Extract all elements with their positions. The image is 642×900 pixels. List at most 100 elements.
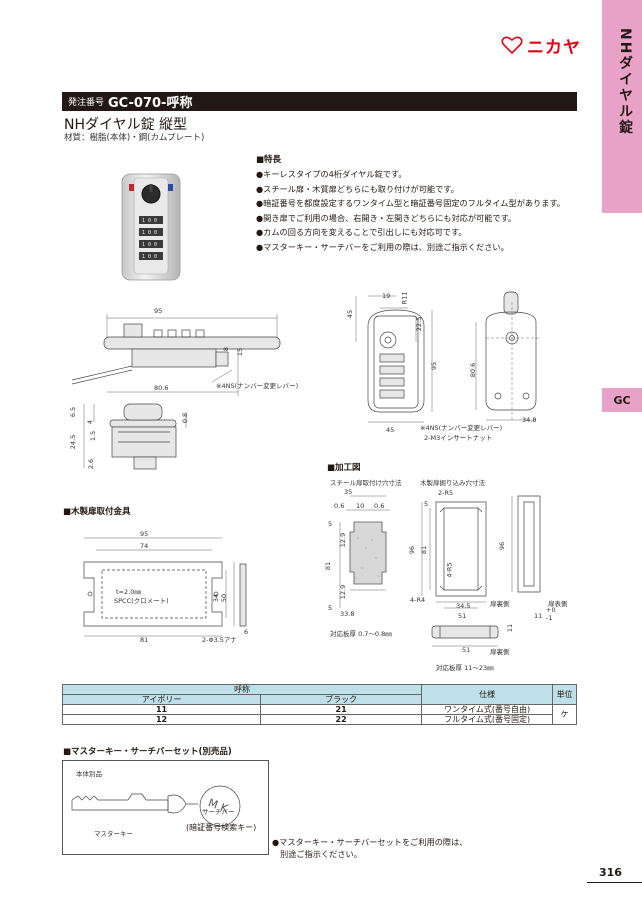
dim-label: 12.9 (339, 584, 348, 600)
table-cell: ケ (552, 704, 577, 725)
dim-label: 11 (506, 623, 515, 633)
dim-label: 45 (346, 309, 355, 319)
feature-item: ●マスターキー・サーチバーをご利用の際は、別途ご指示ください。 (256, 241, 509, 252)
order-code: GC-070-呼称 (108, 96, 193, 111)
brand-logo: ニカヤ (501, 34, 581, 58)
dim-label: 50 (220, 593, 229, 603)
table-cell: 21 (260, 704, 423, 715)
gc-tab[interactable]: GC (602, 388, 642, 412)
note-line: 別途ご指示ください。 (280, 849, 362, 859)
dim-label: R11 (400, 291, 409, 305)
dim-label: 33.8 (340, 610, 355, 618)
table-header-ivory: アイボリー (61, 694, 262, 705)
wood-thickness: 対応板厚 11〜23㎜ (436, 664, 494, 672)
dim-label: 35 (344, 488, 353, 496)
table-cell: フルタイム式(番号固定) (421, 714, 554, 725)
dim-label: 34.8 (522, 416, 537, 424)
search-bar-label: サーチバー (202, 808, 235, 816)
dim-label: 5 (424, 500, 429, 508)
svg-text:1 0 0: 1 0 0 (142, 218, 157, 224)
door-back-label: 扉裏側 (490, 648, 510, 656)
dim-label: 10 (356, 502, 365, 510)
dim-label: 81 (140, 636, 149, 644)
variant-table: 呼称 仕様 単位 アイボリー ブラック 11 21 ワンタイム式(番号自由) ケ… (61, 684, 577, 725)
dim-label: 6 (244, 628, 249, 636)
fixture-holes: 2-Φ3.5アナ (202, 636, 237, 644)
door-back-label: 扉裏側 (490, 600, 510, 608)
fixture-spec: SPCC(クロメート) (114, 597, 169, 605)
code-key-label: (暗証番号検索キー) (186, 823, 257, 832)
dim-label: 45 (386, 426, 395, 434)
product-material: 材質：樹脂(本体)・鋼(カムプレート) (64, 133, 205, 143)
dim-label: 0.6 (374, 502, 385, 510)
wood-label: 木製扉掘り込み穴寸法 (420, 479, 485, 487)
order-code-bar: 発注番号 GC-070-呼称 (62, 92, 577, 111)
dim-label: 95 (154, 307, 163, 315)
svg-text:1 0 0: 1 0 0 (142, 254, 157, 260)
heart-logo-icon (501, 36, 523, 55)
master-key-illustration: M K (71, 785, 241, 827)
side-tab-label: NHダイヤル錠 (617, 28, 633, 136)
dim-label: 80.6 (469, 362, 478, 378)
master-key-label: マスターキー (94, 830, 133, 838)
product-photo: 1 0 0 1 0 0 1 0 0 1 0 0 (121, 173, 181, 281)
front-note: 2-M3インサートナット (424, 434, 493, 442)
front-note: ※4NS(ナンバー変更レバー) (420, 424, 503, 432)
wood-fixture-heading: ■木製扉取付金具 (63, 507, 131, 517)
table-cell: 12 (61, 714, 262, 725)
dim-label: 2.6 (87, 458, 96, 470)
dim-label: 80.6 (154, 384, 169, 392)
dim-label: 81 (420, 545, 429, 555)
dim-label: 34.5 (456, 602, 471, 610)
door-front-label: 扉表側 (548, 600, 568, 608)
table-cell: 22 (260, 714, 423, 725)
feature-item: ●暗証番号を都度設定するワンタイム型と暗証番号固定のフルタイム型があります。 (256, 198, 565, 209)
fixture-spec: t=2.0㎜ (116, 588, 141, 596)
dim-label: 2-R5 (438, 489, 454, 497)
dim-label: 96 (498, 541, 507, 551)
dim-label: 51 (458, 612, 467, 620)
dim-label: 0.8 (181, 412, 190, 424)
dim-label: 15 (236, 347, 245, 357)
dim-label: 81 (324, 561, 333, 571)
dim-label: 5 (328, 520, 333, 528)
dim-label: 22.5 (415, 316, 424, 332)
dim-label: 19 (382, 292, 391, 300)
master-key-heading: ■マスターキー・サーチバーセット(別売品) (63, 747, 232, 757)
dim-label: 74 (140, 542, 149, 550)
sold-separately-label: 本体別品 (76, 770, 102, 778)
dim-label: 95 (140, 530, 149, 538)
dim-label: 6.5 (69, 406, 78, 418)
dim-label: 95 (430, 361, 439, 371)
feature-item: ●カムの回る方向を変えることで引出しにも対応可です。 (256, 227, 467, 238)
steel-label: スチール扉取付け穴寸法 (330, 479, 402, 487)
order-prefix: 発注番号 (68, 98, 105, 108)
table-row: 11 21 ワンタイム式(番号自由) ケ (61, 704, 577, 725)
features-heading: ■特長 (256, 155, 282, 165)
dim-label: 4-R4 (410, 596, 426, 604)
svg-text:1 0 0: 1 0 0 (142, 230, 157, 236)
feature-item: ●スチール扉・木質扉どちらにも取り付けが可能です。 (256, 183, 459, 194)
dim-label: 0.6 (334, 502, 345, 510)
machining-heading: ■加工図 (327, 463, 361, 473)
table-header-unit: 単位 (552, 684, 577, 705)
dim-label: 5 (328, 604, 333, 612)
page-number: 316 (599, 866, 622, 879)
dim-label: 12.9 (339, 532, 348, 548)
note-line: ●マスターキー・サーチバーセットをご利用の際は、 (272, 837, 468, 847)
side-view-drawing (71, 314, 281, 470)
side-tab (602, 0, 642, 213)
front-view-drawing (355, 291, 541, 423)
svg-text:1 0 0: 1 0 0 (142, 242, 157, 248)
dim-label: 1.5 (89, 430, 98, 442)
product-title: NHダイヤル錠 縦型 (64, 117, 188, 133)
dim-label: +0 (546, 606, 556, 614)
dim-label: 24.5 (69, 434, 78, 450)
feature-item: ●開き扉でご利用の場合、右開き・左開きどちらにも対応が可能です。 (256, 212, 517, 223)
table-cell: ワンタイム式(番号自由) (421, 704, 554, 715)
dim-label: 96 (408, 545, 417, 555)
table-header-name: 呼称 (61, 684, 423, 695)
dim-label: 4-R5 (445, 562, 454, 578)
steel-thickness: 対応板厚 0.7〜0.8㎜ (330, 630, 392, 638)
features-section: ■特長 ●キーレスタイプの4桁ダイヤル錠です。 ●スチール扉・木質扉どちらにも取… (256, 153, 586, 255)
